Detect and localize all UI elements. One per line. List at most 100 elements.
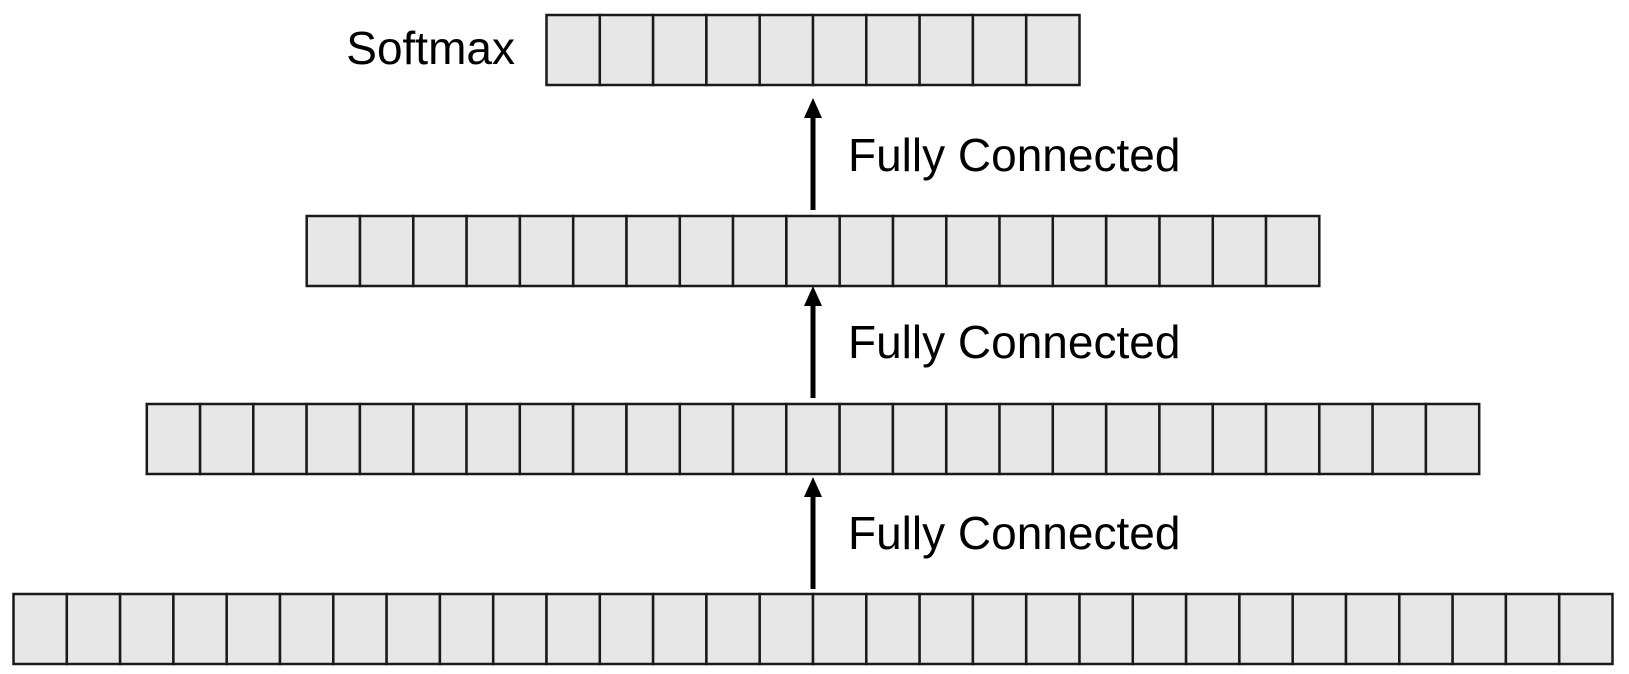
neuron-cell [705, 592, 761, 666]
neuron-cell [838, 214, 895, 288]
neuron-cell [1318, 402, 1374, 476]
neuron-cell [651, 13, 708, 87]
neuron-cell [598, 592, 655, 666]
neuron-cell [891, 402, 948, 476]
neuron-cell [1211, 402, 1268, 476]
neuron-cell [1371, 402, 1428, 476]
neuron-cell [625, 214, 682, 288]
connection-arrow [804, 98, 822, 210]
neuron-cell [1211, 214, 1268, 288]
arrow-head [804, 286, 822, 306]
neuron-cell [332, 592, 388, 666]
neuron-cell [438, 592, 495, 666]
neuron-cell [412, 214, 468, 288]
neuron-cell [278, 592, 335, 666]
hidden-layer-1 [145, 402, 1481, 476]
neuron-cell [1024, 592, 1081, 666]
neuron-cell [1424, 402, 1481, 476]
neuron-cell [118, 592, 175, 666]
neuron-cell [1024, 13, 1081, 87]
softmax-label: Softmax [346, 22, 515, 74]
neuron-cell [1557, 592, 1614, 666]
neuron-cell [172, 592, 228, 666]
neuron-cell [252, 402, 308, 476]
hidden-layer-2 [305, 214, 1321, 288]
neuron-cell [65, 592, 122, 666]
neuron-cell [1344, 592, 1401, 666]
neuron-cell [731, 214, 788, 288]
neuron-cell [358, 214, 415, 288]
neuron-cell [971, 13, 1028, 87]
neuron-cell [1078, 592, 1135, 666]
neuron-cell [305, 402, 362, 476]
neuron-cell [891, 214, 948, 288]
neuron-cell [1291, 592, 1348, 666]
neuron-cell [1104, 214, 1161, 288]
neuron-cell [865, 13, 921, 87]
neuron-cell [971, 592, 1028, 666]
neuron-cell [571, 402, 628, 476]
neuron-cell [545, 13, 602, 87]
neuron-cell [625, 402, 682, 476]
connection-arrow [804, 286, 822, 398]
neuron-cell [465, 402, 522, 476]
neuron-cell [491, 592, 548, 666]
neuron-cell [998, 402, 1055, 476]
neuron-cell [305, 214, 362, 288]
neuron-cell [785, 402, 841, 476]
neuron-cell [705, 13, 761, 87]
neuron-cell [945, 402, 1001, 476]
neuron-cell [545, 592, 602, 666]
neuron-cell [1051, 402, 1108, 476]
neuron-cell [758, 13, 815, 87]
neuron-cell [998, 214, 1055, 288]
connection-label: Fully Connected [848, 507, 1180, 559]
neuron-cell [518, 402, 575, 476]
neuron-cell [865, 592, 921, 666]
neuron-cell [1104, 402, 1161, 476]
neuron-cell [12, 592, 69, 666]
neuron-cell [918, 13, 975, 87]
arrow-head [804, 98, 822, 118]
neuron-cell [198, 402, 255, 476]
neuron-cell [1264, 402, 1321, 476]
neuron-cell [225, 592, 282, 666]
layer-stack [12, 13, 1614, 666]
neuron-cell [838, 402, 895, 476]
neuron-cell [731, 402, 788, 476]
input-layer [12, 592, 1614, 666]
neuron-cell [811, 592, 868, 666]
neuron-cell [1504, 592, 1561, 666]
neuron-cell [1158, 402, 1214, 476]
neuron-cell [651, 592, 708, 666]
neuron-cell [1131, 592, 1188, 666]
neuron-cell [918, 592, 975, 666]
neuron-cell [678, 214, 735, 288]
neuron-cell [385, 592, 442, 666]
neuron-cell [758, 592, 815, 666]
neuron-cell [1264, 214, 1321, 288]
neuron-cell [1184, 592, 1241, 666]
neuron-cell [145, 402, 202, 476]
neuron-cell [1451, 592, 1508, 666]
neuron-cell [358, 402, 415, 476]
neuron-cell [1158, 214, 1215, 288]
arrow-head [804, 477, 822, 497]
neuron-cell [1051, 214, 1108, 288]
connection-arrow [804, 477, 822, 589]
neuron-cell [598, 13, 655, 87]
neuron-cell [678, 402, 735, 476]
neuron-cell [1398, 592, 1454, 666]
neuron-cell [945, 214, 1001, 288]
neuron-cell [571, 214, 628, 288]
neuron-cell [518, 214, 575, 288]
neuron-cell [811, 13, 868, 87]
softmax-layer [545, 13, 1081, 87]
connection-label: Fully Connected [848, 129, 1180, 181]
neuron-cell [412, 402, 468, 476]
neuron-cell [785, 214, 841, 288]
neuron-cell [465, 214, 522, 288]
connection-label: Fully Connected [848, 316, 1180, 368]
neuron-cell [1238, 592, 1294, 666]
